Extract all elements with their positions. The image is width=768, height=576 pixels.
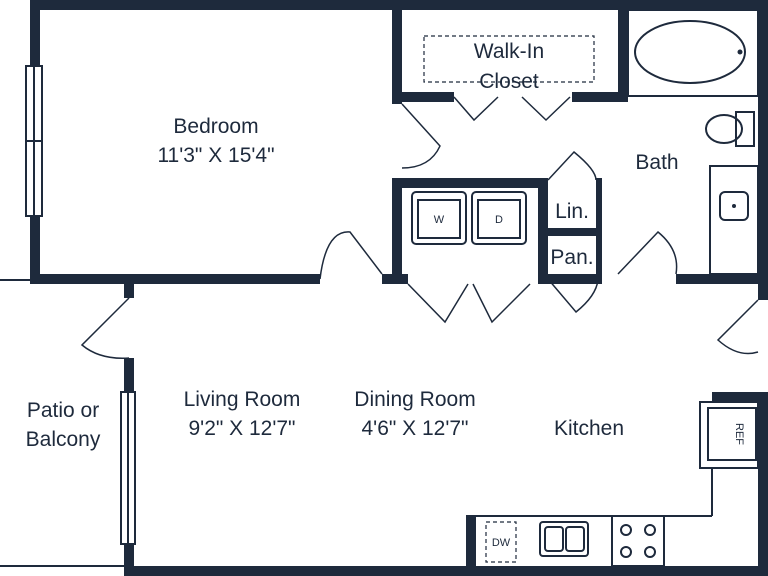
linen-door — [547, 150, 597, 181]
windows — [25, 65, 136, 545]
walls — [30, 0, 768, 576]
burner-icon — [620, 524, 632, 536]
sink-icon — [719, 191, 749, 221]
kitchen-ref-wall — [712, 392, 768, 402]
bedroom-label: Bedroom — [173, 115, 258, 138]
vanity — [709, 165, 759, 275]
bedroom-door — [319, 231, 383, 280]
closet-bifold-left — [453, 96, 499, 122]
right-wall-upper — [758, 0, 768, 300]
walk-in-closet-label-2: Closet — [479, 70, 539, 93]
bathtub-drain-icon — [737, 49, 743, 55]
bedroom-size: 11'3" X 15'4" — [157, 144, 274, 167]
bath-bottom-wall — [676, 274, 768, 284]
closet-shelf — [423, 35, 595, 83]
washer — [411, 191, 467, 245]
living-room-size: 9'2" X 12'7" — [189, 417, 296, 440]
laundry-left-wall — [392, 178, 402, 284]
pantry-label: Pan. — [550, 246, 593, 269]
laundry-appliances — [411, 191, 527, 245]
right-wall-lower — [758, 392, 768, 576]
hall-door — [401, 103, 441, 169]
dryer-label: D — [495, 214, 503, 226]
kitchen-exterior-door — [716, 299, 759, 355]
bedroom-left-wall-upper — [30, 0, 40, 66]
living-left-wall-stub — [124, 284, 134, 298]
toilet-tank — [735, 111, 755, 147]
patio-outline — [0, 279, 124, 567]
burner-icon — [644, 546, 656, 558]
toilet-bowl — [705, 114, 743, 144]
bath-fixtures — [627, 9, 759, 275]
kitchen-label: Kitchen — [554, 417, 624, 440]
bathtub-basin — [634, 20, 746, 84]
living-left-wall-bottom — [124, 544, 134, 576]
closet-left-wall — [392, 0, 402, 104]
burner-icon — [620, 546, 632, 558]
pantry-bottom-wall — [538, 274, 600, 284]
washer-label: W — [434, 214, 445, 226]
closet-bath-wall — [618, 0, 628, 100]
patio-label-1: Patio or — [27, 399, 99, 422]
counter-end-wall — [466, 516, 476, 576]
laundry-bifold-left — [407, 283, 469, 324]
dryer — [471, 191, 527, 245]
linen-pantry-divider — [538, 228, 600, 236]
bath-label: Bath — [635, 151, 678, 174]
refrigerator-outline — [699, 401, 759, 469]
bedroom-left-wall-lower — [30, 216, 40, 284]
linen-label: Lin. — [555, 200, 589, 223]
walk-in-closet-label-1: Walk-In — [474, 40, 544, 63]
laundry-top-wall — [392, 178, 548, 188]
living-left-wall-mid — [124, 358, 134, 392]
linen-right-wall — [596, 178, 602, 284]
doors — [80, 96, 759, 359]
bottom-wall — [124, 566, 768, 576]
bathtub — [627, 9, 759, 97]
dishwasher — [485, 521, 517, 563]
laundry-bifold-right — [472, 283, 531, 324]
living-room-label: Living Room — [184, 388, 301, 411]
dining-room-label: Dining Room — [354, 388, 475, 411]
burner-icon — [644, 524, 656, 536]
dishwasher-label: DW — [492, 537, 511, 549]
patio-label-2: Balcony — [26, 428, 101, 451]
kitchen-fixtures — [466, 401, 759, 567]
closet-bifold-right — [521, 96, 571, 122]
patio-door — [80, 297, 130, 359]
closet-bottom-wall-right — [572, 92, 628, 102]
stove — [611, 515, 665, 567]
refrigerator-label: REF — [733, 423, 745, 445]
pantry-door — [547, 278, 599, 314]
refrigerator — [707, 407, 757, 461]
bath-door — [617, 230, 678, 275]
dining-room-size: 4'6" X 12'7" — [362, 417, 469, 440]
closet-bottom-wall-left — [392, 92, 454, 102]
kitchen-sink — [539, 521, 589, 557]
bedroom-bottom-wall-left — [30, 274, 320, 284]
